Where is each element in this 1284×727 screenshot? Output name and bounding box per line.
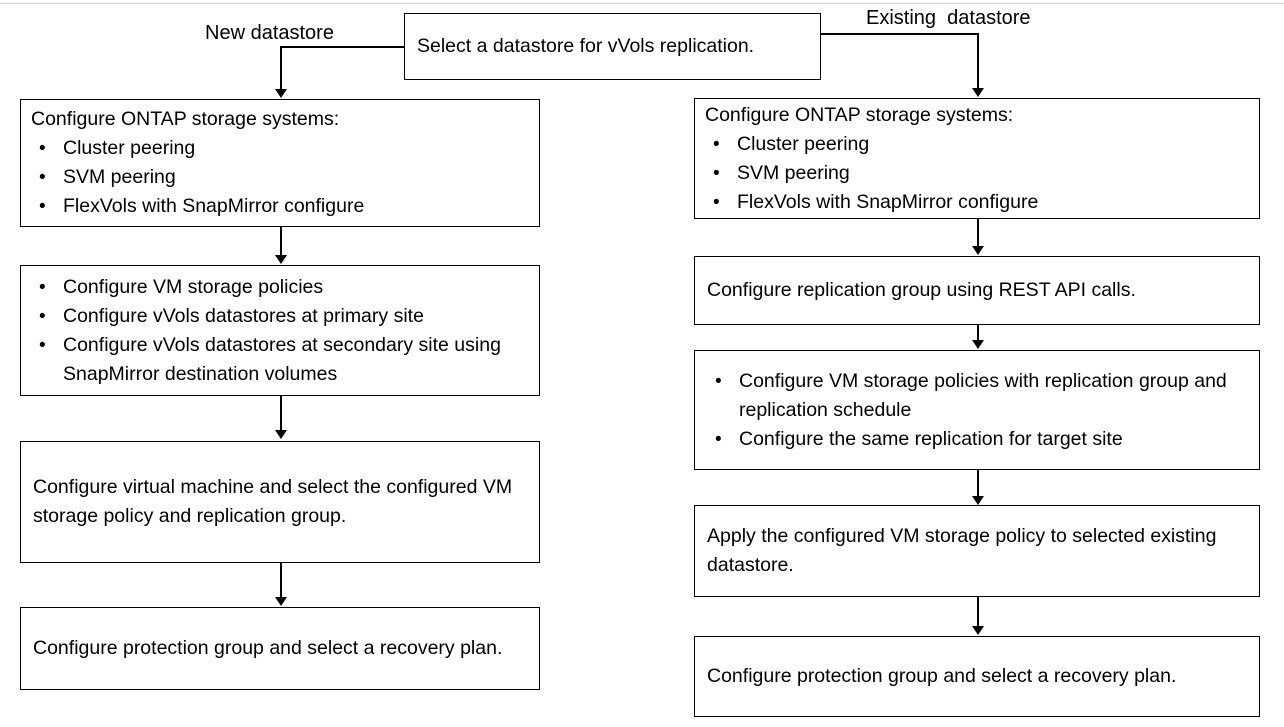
list-item: SVM peering bbox=[21, 163, 539, 192]
list-item: Configure VM storage policies with repli… bbox=[695, 367, 1259, 425]
list-item: FlexVols with SnapMirror configure bbox=[695, 188, 1259, 217]
list-item: Configure the same replication for targe… bbox=[695, 425, 1259, 454]
arrowhead-right-4-to-5 bbox=[972, 626, 984, 635]
connector-right-4-to-5 bbox=[977, 597, 979, 627]
left-node-3-configure-vm: Configure virtual machine and select the… bbox=[20, 441, 540, 563]
right-node-2-text: Configure replication group using REST A… bbox=[707, 279, 1136, 301]
arrowhead-left-3-to-4 bbox=[275, 597, 287, 606]
right-node-1-heading: Configure ONTAP storage systems: bbox=[705, 103, 1014, 126]
start-node-text: Select a datastore for vVols replication… bbox=[417, 35, 755, 57]
list-item: FlexVols with SnapMirror configure bbox=[21, 192, 539, 221]
connector-left-1-to-2 bbox=[280, 227, 282, 257]
list-item: Configure VM storage policies bbox=[21, 273, 539, 302]
list-item: SVM peering bbox=[695, 159, 1259, 188]
arrowhead-right-2-to-3 bbox=[972, 340, 984, 349]
label-existing-datastore: Existing datastore bbox=[866, 7, 1031, 29]
right-node-5-text: Configure protection group and select a … bbox=[707, 665, 1177, 687]
right-node-2-replication-group-rest-api: Configure replication group using REST A… bbox=[694, 256, 1260, 325]
right-node-1-configure-ontap: Configure ONTAP storage systems: Cluster… bbox=[694, 98, 1260, 219]
arrowhead-left-2-to-3 bbox=[275, 430, 287, 439]
left-node-1-heading: Configure ONTAP storage systems: bbox=[31, 108, 340, 130]
left-node-2-bullets: Configure VM storage policies Configure … bbox=[21, 273, 539, 389]
label-new-datastore: New datastore bbox=[205, 22, 334, 44]
list-item: Configure vVols datastores at primary si… bbox=[21, 302, 539, 331]
arrowhead-start-to-left bbox=[275, 89, 287, 98]
list-item: Configure vVols datastores at secondary … bbox=[21, 331, 539, 389]
right-node-3-vm-storage-policies: Configure VM storage policies with repli… bbox=[694, 350, 1260, 470]
connector-start-to-left-vertical bbox=[280, 46, 282, 91]
connector-right-3-to-4 bbox=[977, 470, 979, 498]
arrowhead-start-to-right bbox=[972, 88, 984, 97]
left-node-2-configure-policies-datastores: Configure VM storage policies Configure … bbox=[20, 265, 540, 396]
arrowhead-left-1-to-2 bbox=[275, 255, 287, 264]
right-node-3-bullets: Configure VM storage policies with repli… bbox=[695, 367, 1259, 454]
connector-right-1-to-2 bbox=[977, 219, 979, 247]
right-node-5-protection-group: Configure protection group and select a … bbox=[694, 636, 1260, 717]
connector-start-to-left-horizontal bbox=[280, 46, 405, 48]
right-node-4-text: Apply the configured VM storage policy t… bbox=[707, 525, 1217, 576]
start-node-select-datastore: Select a datastore for vVols replication… bbox=[404, 13, 821, 80]
left-node-3-text: Configure virtual machine and select the… bbox=[33, 476, 513, 527]
connector-left-3-to-4 bbox=[280, 563, 282, 599]
connector-start-to-right-vertical bbox=[977, 33, 979, 90]
connector-start-to-right-horizontal bbox=[820, 33, 978, 35]
left-node-1-bullets: Cluster peering SVM peering FlexVols wit… bbox=[21, 134, 539, 221]
list-item: Cluster peering bbox=[695, 130, 1259, 159]
connector-right-2-to-3 bbox=[977, 325, 979, 342]
connector-left-2-to-3 bbox=[280, 396, 282, 432]
right-node-1-bullets: Cluster peering SVM peering FlexVols wit… bbox=[695, 130, 1259, 217]
list-item: Cluster peering bbox=[21, 134, 539, 163]
left-node-1-configure-ontap: Configure ONTAP storage systems: Cluster… bbox=[20, 99, 540, 227]
left-node-4-protection-group: Configure protection group and select a … bbox=[20, 607, 540, 690]
arrowhead-right-3-to-4 bbox=[972, 496, 984, 505]
left-node-4-text: Configure protection group and select a … bbox=[33, 637, 503, 659]
right-node-4-apply-policy-existing-datastore: Apply the configured VM storage policy t… bbox=[694, 505, 1260, 597]
arrowhead-right-1-to-2 bbox=[972, 246, 984, 255]
top-divider-rule bbox=[0, 3, 1284, 4]
